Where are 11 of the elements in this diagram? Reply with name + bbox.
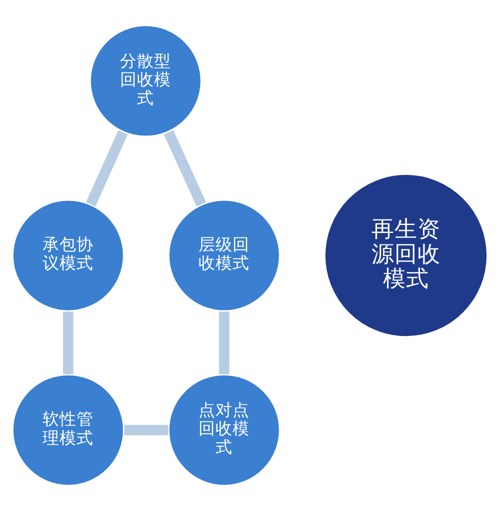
connector — [219, 311, 230, 374]
node-circle: 承包协议模式 — [11, 198, 125, 312]
node-circle: 再生资源回收模式 — [323, 172, 489, 338]
node-circle: 层级回收模式 — [167, 198, 281, 312]
connector — [63, 311, 74, 374]
node-circle: 软性管理模式 — [11, 372, 125, 486]
connector — [124, 424, 168, 435]
connector — [164, 130, 206, 206]
node-circle: 分散型回收模式 — [88, 24, 202, 138]
connector — [86, 130, 128, 206]
node-circle: 点对点回收模式 — [167, 372, 281, 486]
